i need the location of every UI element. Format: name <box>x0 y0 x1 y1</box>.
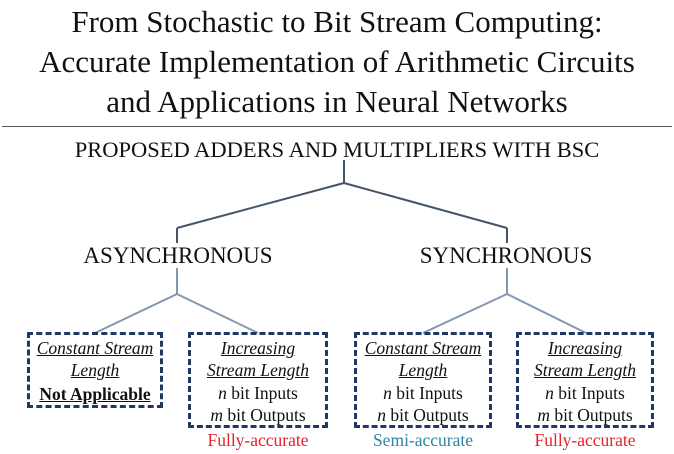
leaf-line-3: n bit Inputs <box>218 383 298 403</box>
leaf-line-4: m bit Outputs <box>537 405 633 425</box>
leaf-sync-increasing: Increasing Stream Length n bit Inputs m … <box>516 332 654 428</box>
root-heading: PROPOSED ADDERS AND MULTIPLIERS WITH BSC <box>74 137 600 162</box>
leaf-async-increasing: Increasing Stream Length n bit Inputs m … <box>188 332 328 428</box>
leaf-sync-constant: Constant Stream Length n bit Inputs n bi… <box>354 332 492 428</box>
title-divider <box>2 126 672 127</box>
leaf-line-4: m bit Outputs <box>210 405 306 425</box>
leaf-line-2: Length <box>70 360 120 380</box>
title-line-1: From Stochastic to Bit Stream Computing: <box>71 4 603 39</box>
leaf-line-1: Constant Stream <box>36 338 154 358</box>
leaf-line-1: Increasing <box>220 338 296 358</box>
accuracy-label: Fully-accurate <box>207 430 309 450</box>
async-connector <box>94 268 259 334</box>
leaf-line-4: n bit Outputs <box>377 405 469 425</box>
title-line-2: Accurate Implementation of Arithmetic Ci… <box>39 44 635 79</box>
leaf-line-1: Increasing <box>547 338 623 358</box>
async-heading: ASYNCHRONOUS <box>83 243 273 268</box>
leaf-line-2: Stream Length <box>534 360 636 380</box>
leaf-line-3: n bit Inputs <box>545 383 625 403</box>
leaf-line-1: Constant Stream <box>364 338 482 358</box>
sync-connector <box>422 268 587 334</box>
accuracy-label: Semi-accurate <box>372 430 474 450</box>
leaf-line-2: Stream Length <box>207 360 309 380</box>
leaf-async-constant: Constant Stream Length Not Applicable <box>27 332 163 408</box>
leaf-line-3: n bit Inputs <box>383 383 463 403</box>
root-connector <box>176 160 508 243</box>
sync-heading: SYNCHRONOUS <box>419 243 593 268</box>
title-line-3: and Applications in Neural Networks <box>106 84 568 119</box>
not-applicable-label: Not Applicable <box>39 384 151 404</box>
accuracy-label: Fully-accurate <box>534 430 636 450</box>
leaf-line-2: Length <box>398 360 448 380</box>
